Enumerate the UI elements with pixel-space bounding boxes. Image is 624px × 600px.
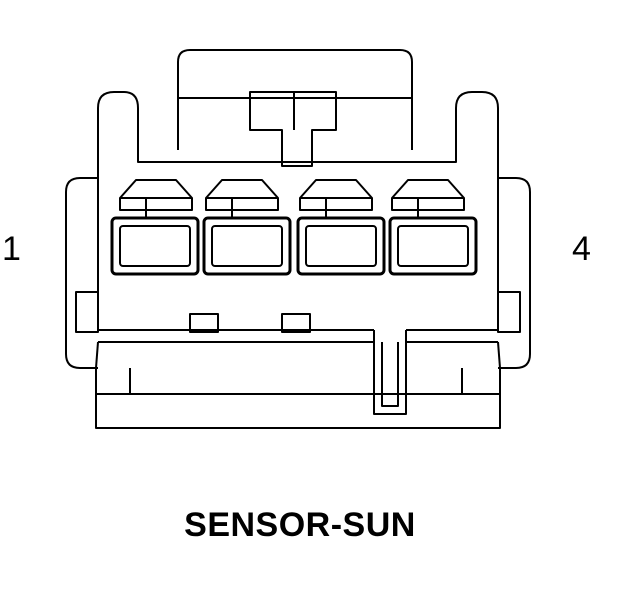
latch-2: [205, 179, 279, 211]
cavity-3: [296, 216, 386, 276]
base-left-edge: [95, 341, 99, 369]
cavity-1-inner: [119, 225, 191, 267]
latch-3: [299, 179, 373, 211]
connector-name-caption: SENSOR-SUN: [184, 506, 416, 544]
connector-shell-outline: [97, 91, 499, 330]
cavity-1: [110, 216, 200, 276]
polarization-slot: [373, 330, 407, 415]
left-side-wing: [65, 177, 98, 369]
latch-4: [391, 179, 465, 211]
pin-label-left: 1: [2, 230, 21, 268]
locking-tab-outline: [177, 49, 413, 150]
bottom-base: [95, 368, 501, 429]
rail-bump-1: [189, 313, 219, 333]
cavity-2: [202, 216, 292, 276]
right-side-wing: [498, 177, 531, 369]
left-side-tab: [75, 291, 99, 333]
right-side-tab: [497, 291, 521, 333]
cavity-2-inner: [211, 225, 283, 267]
base-right-edge: [497, 341, 501, 369]
terminal-latches: [119, 179, 465, 218]
cavity-4: [388, 216, 478, 276]
polarization-slot-inner: [381, 342, 399, 407]
latch-1: [119, 179, 193, 211]
terminal-cavities: [110, 216, 478, 276]
rail-bump-2: [281, 313, 311, 333]
pin-label-right: 4: [572, 230, 591, 268]
center-key: [249, 91, 337, 167]
cavity-3-inner: [305, 225, 377, 267]
cavity-4-inner: [397, 225, 469, 267]
